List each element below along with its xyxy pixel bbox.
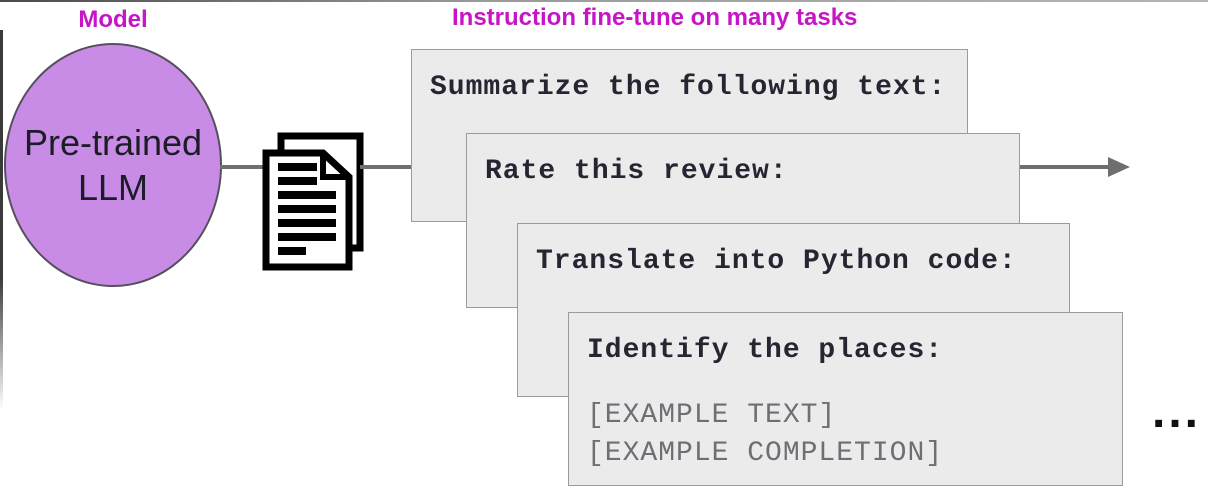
output-arrow-shaft bbox=[1020, 165, 1110, 169]
example-lines: [EXAMPLE TEXT] [EXAMPLE COMPLETION] bbox=[587, 397, 943, 473]
task-card-title: Rate this review: bbox=[485, 156, 788, 187]
pretrained-llm-line2: LLM bbox=[77, 167, 149, 208]
header-title: Instruction fine-tune on many tasks bbox=[452, 4, 858, 31]
task-card-title: Identify the places: bbox=[587, 335, 944, 366]
task-card-title: Translate into Python code: bbox=[536, 246, 1017, 277]
pretrained-llm-line1: Pre-trained bbox=[23, 122, 203, 163]
task-card-identify: Identify the places: [EXAMPLE TEXT] [EXA… bbox=[568, 312, 1123, 486]
left-edge-divider bbox=[0, 30, 3, 410]
top-edge-divider bbox=[0, 0, 1208, 2]
output-arrow-head bbox=[1108, 157, 1130, 177]
documents-icon bbox=[262, 132, 364, 271]
more-tasks-ellipsis: ... bbox=[1152, 385, 1202, 438]
example-completion-line: [EXAMPLE COMPLETION] bbox=[587, 438, 944, 469]
connector-documents-to-cards bbox=[360, 165, 413, 169]
connector-circle-to-documents bbox=[220, 165, 268, 169]
example-text-line: [EXAMPLE TEXT] bbox=[587, 400, 837, 431]
pretrained-llm-node: Pre-trained LLM bbox=[4, 43, 222, 287]
task-card-title: Summarize the following text: bbox=[430, 72, 947, 103]
model-label: Model bbox=[78, 6, 148, 33]
